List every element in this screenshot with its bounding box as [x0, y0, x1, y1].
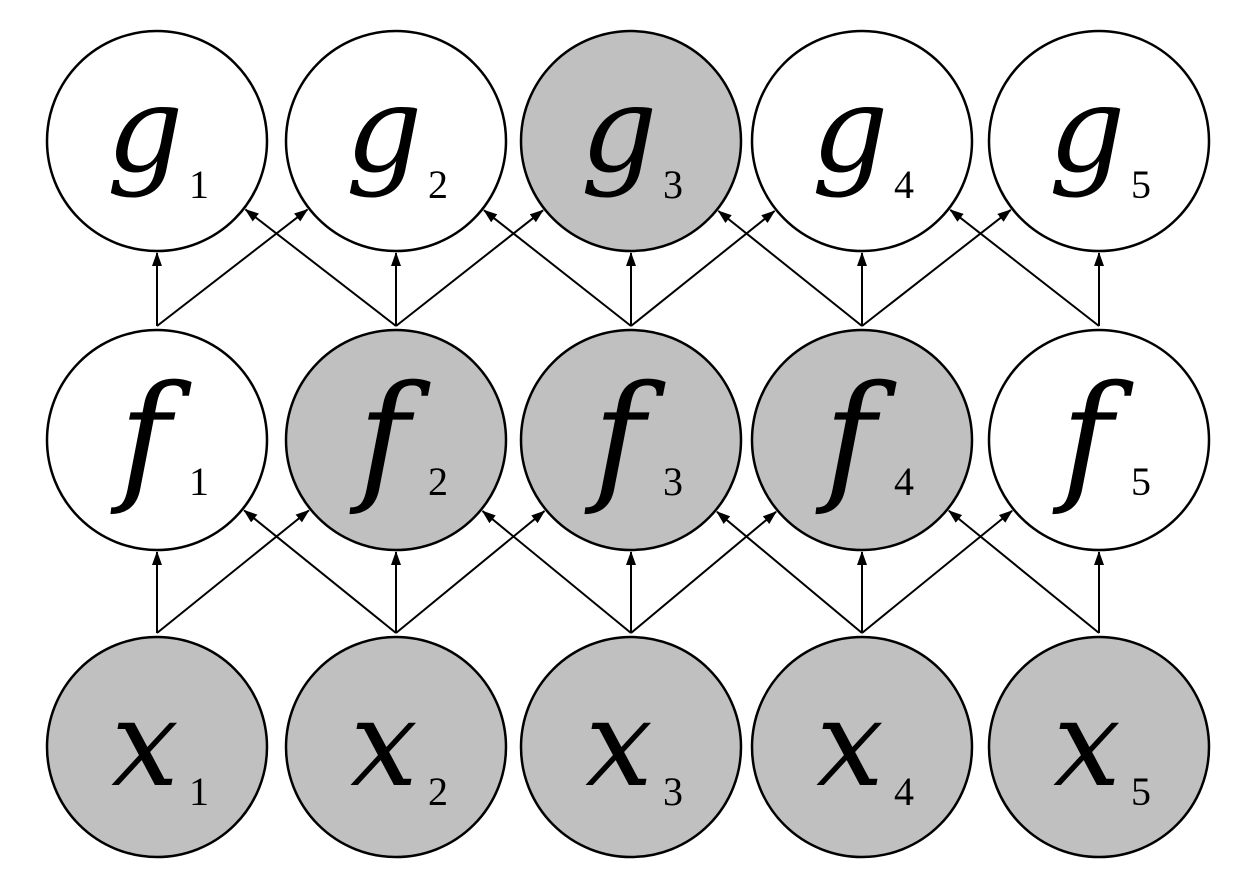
node-symbol: g — [1049, 61, 1126, 200]
edge-x4-to-f3 — [716, 511, 863, 634]
edge-f4-to-g5 — [861, 209, 1012, 327]
node-circle — [45, 328, 269, 552]
node-subscript: 2 — [428, 459, 448, 504]
edge-x2-to-f3 — [395, 510, 546, 634]
node-circle — [987, 328, 1211, 552]
node-symbol: g — [812, 61, 889, 200]
node-circle — [45, 635, 269, 859]
edge-x2-to-f1 — [243, 509, 397, 634]
edges-layer — [152, 208, 1104, 634]
edge-f2-to-g1 — [244, 208, 397, 327]
node-subscript: 1 — [189, 769, 209, 814]
node-symbol: g — [346, 61, 423, 200]
edge-f5-to-g4 — [949, 209, 1100, 327]
node-circle — [750, 635, 974, 859]
node-symbol: x — [816, 675, 884, 814]
node-circle — [45, 29, 269, 253]
node-subscript: 4 — [894, 162, 914, 207]
node-symbol: x — [585, 675, 653, 814]
edge-f3-to-g4 — [630, 210, 776, 327]
edge-f1-to-g2 — [156, 208, 309, 327]
edge-f3-to-g2 — [483, 209, 632, 327]
node-subscript: 3 — [663, 459, 683, 504]
node-subscript: 4 — [894, 459, 914, 504]
node-subscript: 2 — [428, 162, 448, 207]
node-symbol: g — [107, 61, 184, 200]
node-subscript: 1 — [189, 162, 209, 207]
node-circle — [987, 29, 1211, 253]
edge-x3-to-f2 — [481, 510, 632, 634]
node-circle — [987, 635, 1211, 859]
edge-f2-to-g3 — [395, 209, 544, 327]
node-subscript: 3 — [663, 769, 683, 814]
node-circle — [750, 29, 974, 253]
edge-x1-to-f2 — [156, 509, 310, 634]
node-symbol: g — [581, 61, 658, 200]
edge-f4-to-g3 — [717, 210, 863, 327]
edge-x4-to-f5 — [861, 509, 1013, 634]
node-subscript: 3 — [663, 162, 683, 207]
node-subscript: 5 — [1131, 162, 1151, 207]
node-symbol: x — [1053, 675, 1121, 814]
node-subscript: 5 — [1131, 459, 1151, 504]
node-subscript: 2 — [428, 769, 448, 814]
node-circle — [519, 635, 743, 859]
edge-x5-to-f4 — [948, 509, 1100, 634]
node-circle — [284, 635, 508, 859]
node-subscript: 1 — [189, 459, 209, 504]
node-subscript: 5 — [1131, 769, 1151, 814]
node-subscript: 4 — [894, 769, 914, 814]
node-circle — [519, 328, 743, 552]
node-circle — [284, 29, 508, 253]
node-symbol: x — [111, 675, 179, 814]
node-circle — [750, 328, 974, 552]
edge-x3-to-f4 — [630, 511, 777, 634]
node-circle — [284, 328, 508, 552]
node-circle — [519, 29, 743, 253]
node-symbol: x — [350, 675, 418, 814]
